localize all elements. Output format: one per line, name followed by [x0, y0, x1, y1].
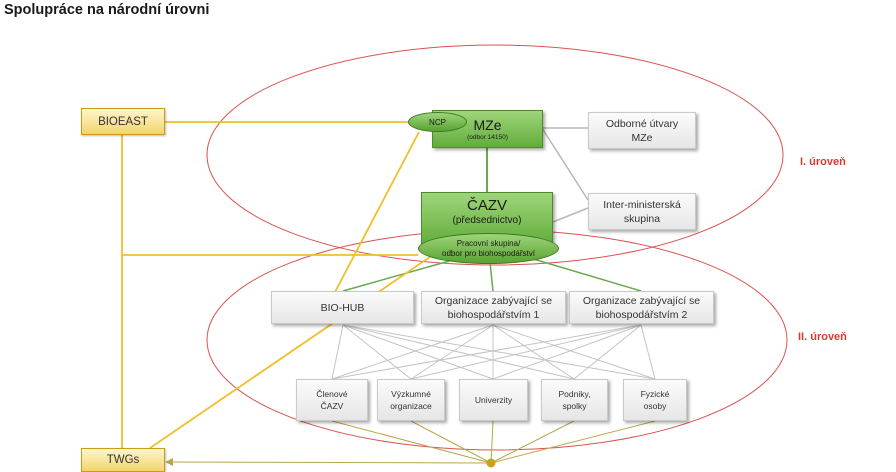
podniky-box: Podniky, spolky	[541, 379, 608, 421]
hub-point	[486, 458, 496, 468]
interministerska-line2: skupina	[623, 212, 661, 225]
org2-line2: biohospodářstvím 2	[595, 308, 688, 321]
working-group-line2: odbor pro biohospodářství	[442, 248, 535, 258]
odborne-utvary-line2: MZe	[631, 131, 653, 144]
working-group-line1: Pracovní skupina/	[456, 238, 521, 248]
org1-line1: Organizace zabývající se	[434, 294, 553, 307]
vyzkumne-line2: organizace	[390, 401, 432, 411]
fyzicke-line2: osoby	[643, 401, 667, 411]
member-to-hub-lines	[331, 420, 656, 464]
biohub-label: BIO-HUB	[320, 301, 365, 314]
page-title: Spolupráce na národní úrovni	[4, 2, 210, 18]
univerzity-label: Univerzity	[474, 395, 513, 405]
fyzicke-box: Fyzické osoby	[623, 379, 687, 421]
arrow-head-icon	[165, 458, 173, 466]
hub-twgs-arrow	[169, 461, 492, 464]
cazv-title: ČAZV	[466, 197, 507, 214]
org1-line2: biohospodářstvím 1	[447, 308, 540, 321]
wg-org2-link	[529, 257, 642, 292]
org1-box: Organizace zabývající se biohospodářství…	[421, 291, 566, 324]
cazv-subtitle: (předsednictvo)	[452, 215, 522, 226]
member-mesh	[331, 324, 656, 380]
univerzity-box: Univerzity	[459, 379, 528, 421]
vyzkumne-line1: Výzkumné	[391, 389, 431, 399]
twgs-label: TWGs	[106, 454, 140, 466]
mze-subtitle: (odbor 14150)	[467, 133, 508, 141]
wg-biohub-link	[342, 257, 461, 292]
biohub-box: BIO-HUB	[271, 291, 414, 324]
mze-title: MZe	[473, 116, 502, 133]
odborne-utvary-line1: Odborné útvary	[605, 117, 679, 130]
org2-line1: Organizace zabývající se	[582, 294, 701, 307]
podniky-line2: spolky	[562, 401, 587, 411]
interministerska-box: Inter-ministerská skupina	[588, 193, 696, 230]
ncp-oval: NCP	[408, 112, 467, 132]
mze-interministerska-link	[541, 127, 589, 201]
bioeast-label: BIOEAST	[98, 115, 148, 128]
working-group-oval: Pracovní skupina/ odbor pro biohospodářs…	[418, 233, 559, 264]
level-1-label: I. úroveň	[800, 156, 846, 168]
fyzicke-line1: Fyzické	[640, 389, 670, 399]
vyzkumne-box: Výzkumné organizace	[377, 379, 445, 421]
podniky-line1: Podniky,	[558, 389, 591, 399]
ncp-label: NCP	[429, 117, 446, 127]
org2-box: Organizace zabývající se biohospodářství…	[569, 291, 714, 324]
bioeast-box: BIOEAST	[81, 108, 165, 135]
level-2-label: II. úroveň	[798, 331, 847, 343]
clenove-box: Členové ČAZV	[296, 379, 368, 421]
clenove-line2: ČAZV	[320, 401, 344, 411]
twgs-box: TWGs	[81, 448, 165, 472]
interministerska-line1: Inter-ministerská	[603, 198, 681, 211]
clenove-line1: Členové	[316, 389, 348, 399]
yellow-links	[121, 121, 444, 449]
odborne-utvary-box: Odborné útvary MZe	[588, 112, 696, 149]
wg-org1-link	[489, 261, 494, 292]
level-1-ellipse	[206, 44, 784, 266]
cazv-interministerska-link	[552, 207, 589, 223]
